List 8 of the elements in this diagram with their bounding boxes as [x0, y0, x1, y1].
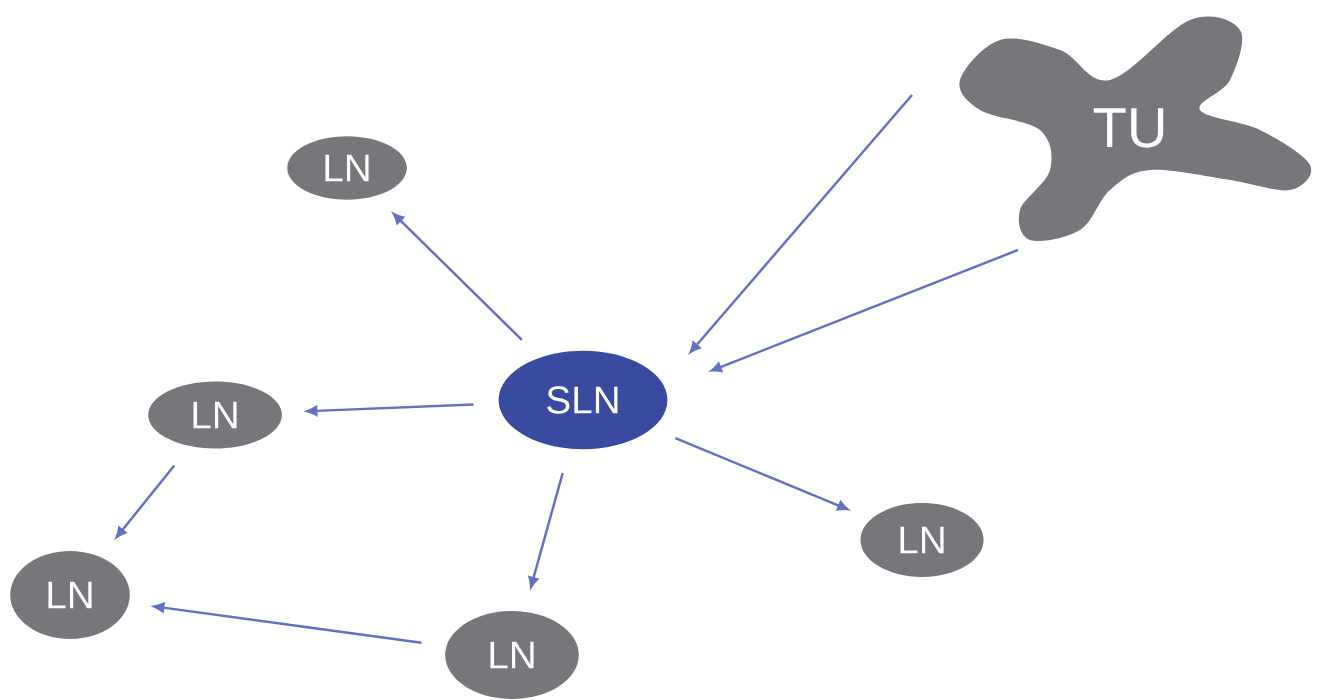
arrow — [392, 213, 523, 341]
arrow — [115, 465, 176, 538]
arrow — [710, 248, 1019, 373]
arrow — [528, 472, 564, 588]
arrow — [153, 602, 422, 644]
arrow — [306, 403, 474, 416]
arrow — [689, 94, 913, 353]
arrow — [674, 437, 849, 511]
